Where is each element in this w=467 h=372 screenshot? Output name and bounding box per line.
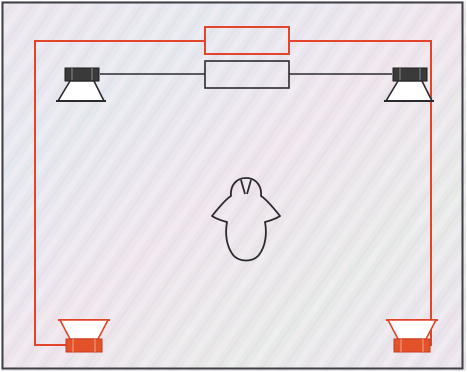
front-amplifier-icon [204, 60, 290, 89]
front-left-speaker-icon [56, 67, 106, 102]
rear-amplifier-icon [204, 26, 290, 55]
listener-head-icon [211, 177, 281, 262]
front-right-speaker-icon [384, 67, 434, 102]
rear-left-speaker-icon [58, 319, 110, 353]
rear-right-speaker-icon [386, 319, 438, 353]
